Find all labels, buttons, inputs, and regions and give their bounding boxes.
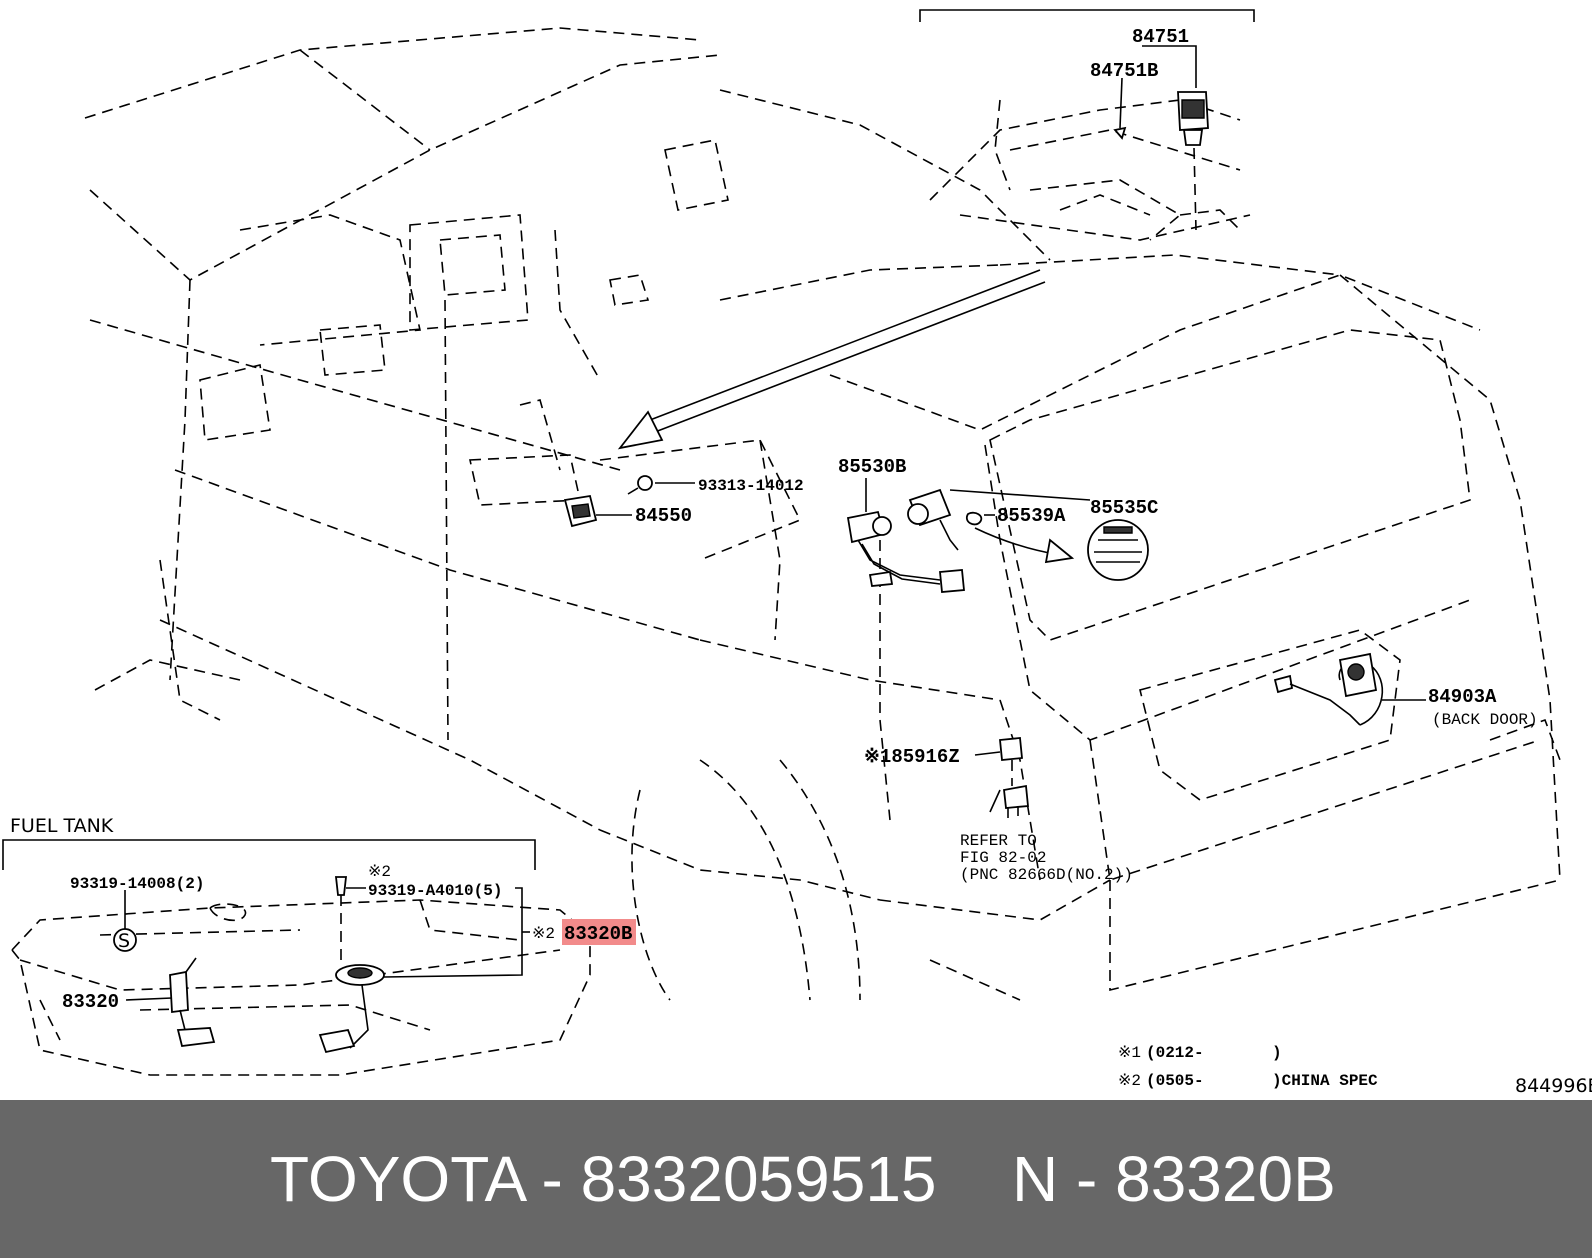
screw-93319-14008: S xyxy=(113,928,137,952)
label-84751b: 84751B xyxy=(1090,60,1158,82)
lens-85535c xyxy=(1087,519,1149,581)
switch-84751 xyxy=(1113,91,1209,146)
bolt-93319-a4010 xyxy=(334,876,348,965)
note-1-close: ) xyxy=(1272,1044,1282,1062)
label-93319-a4010: 93319-A4010(5) xyxy=(368,882,502,900)
gauge-83320b xyxy=(318,964,385,1054)
label-84903a-note: (BACK DOOR) xyxy=(1432,711,1538,729)
note-1-range: (0212- xyxy=(1146,1044,1204,1062)
harness-85530b xyxy=(846,510,965,593)
footer-bar: TOYOTA - 8332059515 N - 83320B xyxy=(0,1100,1592,1258)
highlight-83320b xyxy=(562,919,636,945)
leader-84751 xyxy=(1142,45,1197,88)
label-85535c: 85535C xyxy=(1090,497,1158,519)
fuel-tank-frame xyxy=(2,839,536,870)
pointer-arrow xyxy=(617,269,1046,450)
console-inset xyxy=(919,9,1255,241)
leader-refer xyxy=(989,789,1001,813)
label-93319-14008: 93319-14008(2) xyxy=(70,875,204,893)
arrow-head-85535c xyxy=(1044,538,1075,564)
screw-93313 xyxy=(627,475,653,495)
svg-text:S: S xyxy=(118,930,130,952)
relay-185916z xyxy=(999,737,1029,818)
label-84751: 84751 xyxy=(1132,26,1189,48)
footer-part-number: TOYOTA - 8332059515 xyxy=(270,1143,937,1215)
label-84550: 84550 xyxy=(635,505,692,527)
connector-84550 xyxy=(563,494,598,528)
refer-line-1: REFER TO xyxy=(960,832,1037,850)
socket-85539a xyxy=(907,488,983,551)
parts-diagram: S 84751 84751B 93313-14012 84550 85530B … xyxy=(2,9,1592,1097)
label-83320b-mark: ※2 xyxy=(532,925,555,943)
leader-84751-dashed xyxy=(1193,147,1197,231)
leader-85535c xyxy=(949,489,1091,501)
label-85539a: 85539A xyxy=(997,505,1066,527)
harness-84903a xyxy=(1273,652,1384,726)
vehicle-outline xyxy=(84,27,1561,1001)
refer-line-3: (PNC 82666D(NO.2)) xyxy=(960,866,1133,884)
footer-reference: N - 83320B xyxy=(1012,1143,1336,1215)
label-84903a: 84903A xyxy=(1428,686,1497,708)
label-93313: 93313-14012 xyxy=(698,477,804,495)
leader-84751b xyxy=(1119,77,1123,129)
label-83320: 83320 xyxy=(62,991,119,1013)
leader-185916z xyxy=(974,751,1001,756)
fuel-tank xyxy=(11,899,591,1076)
refer-line-2: FIG 82-02 xyxy=(960,849,1046,867)
section-label-fuel-tank: FUEL TANK xyxy=(10,815,114,837)
label-185916z: ※185916Z xyxy=(864,746,960,768)
part-83320-sender xyxy=(169,957,216,1047)
label-83320b: 83320B xyxy=(564,923,632,945)
note-2-range: (0505- xyxy=(1146,1072,1204,1090)
leader-83320 xyxy=(125,997,173,1001)
label-85530b: 85530B xyxy=(838,456,906,478)
note-1-mark: ※1 xyxy=(1118,1044,1141,1062)
label-93319-a4010-mark: ※2 xyxy=(368,863,391,881)
figure-id: 844996B xyxy=(1515,1075,1592,1097)
note-2-close: )CHINA SPEC xyxy=(1272,1072,1378,1090)
note-2-mark: ※2 xyxy=(1118,1072,1141,1090)
